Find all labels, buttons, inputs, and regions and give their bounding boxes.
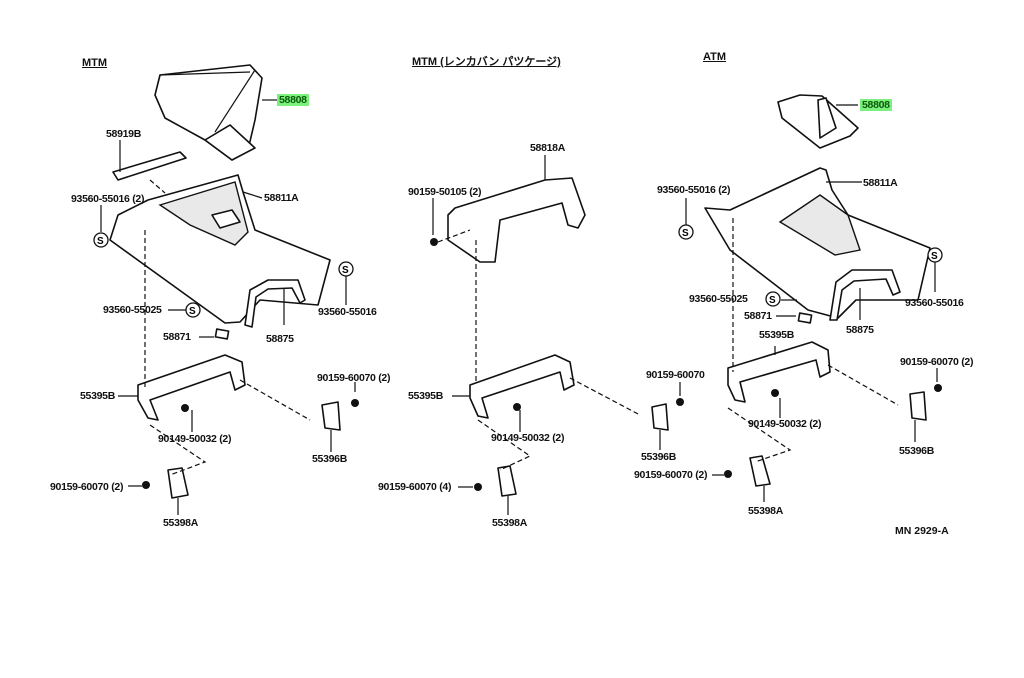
section-heading-mtm: MTM [82,57,108,69]
part-label-bolt[interactable]: 90149-50032 (2) [491,432,565,444]
part-label-plate[interactable]: 58919B [106,128,141,140]
svg-text:S: S [97,236,104,247]
s-symbol: S [185,302,201,318]
svg-text:S: S [931,251,938,262]
part-label-shift-boot[interactable]: 58808 [860,99,892,111]
diagram-code: MN 2929-A [895,525,949,537]
stay-left-drawing [497,465,517,497]
svg-text:S: S [342,265,349,276]
mtm-assembly: S S S [93,64,359,515]
part-label-screw[interactable]: 90159-60070 (2) [900,356,974,368]
s-symbol: S [678,224,694,240]
bracket-drawing [137,354,246,421]
console-plate-drawing [112,151,187,181]
pad-drawing [797,312,813,324]
svg-text:S: S [769,295,776,306]
stay-right-drawing [651,403,669,431]
part-label-stay[interactable]: 55396B [312,453,347,465]
part-label-stay[interactable]: 55398A [163,517,198,529]
bezel-drawing [829,269,901,321]
part-label-stay[interactable]: 55398A [492,517,527,529]
part-label-clip[interactable]: 93560-55016 (2) [71,193,145,205]
bezel-drawing [244,279,306,328]
part-label-screw[interactable]: 90159-60070 (2) [50,481,124,493]
part-label-pad[interactable]: 58871 [744,310,772,322]
part-label-clip[interactable]: 93560-55016 [318,306,377,318]
svg-text:S: S [189,306,196,317]
bracket-drawing [469,354,575,419]
shift-boot-drawing [777,94,859,149]
part-label-clip[interactable]: 93560-55016 [905,297,964,309]
part-label-screw[interactable]: 90159-50105 (2) [408,186,482,198]
part-label-pad[interactable]: 58871 [163,331,191,343]
part-label-stay[interactable]: 55396B [899,445,934,457]
s-symbol: S [927,247,943,263]
part-label-cover[interactable]: 58818A [530,142,565,154]
stay-right-drawing [909,391,927,421]
stay-right-drawing [321,401,341,431]
section-heading-atm: ATM [703,51,727,63]
part-label-console[interactable]: 58811A [264,192,299,204]
svg-text:S: S [682,228,689,239]
bracket-drawing [727,341,831,403]
pad-drawing [214,328,230,340]
part-label-bracket[interactable]: 55395B [759,329,794,341]
part-label-screw[interactable]: 90159-60070 (2) [317,372,391,384]
part-label-bezel[interactable]: 58875 [266,333,294,345]
part-label-clip[interactable]: 93560-55025 [103,304,162,316]
part-label-screw[interactable]: 90159-60070 [646,369,705,381]
section-heading-mtm-package: MTM (レンカバン パツケージ) [412,56,561,68]
part-label-bolt[interactable]: 90149-50032 (2) [748,418,822,430]
part-label-stay[interactable]: 55396B [641,451,676,463]
part-label-bracket[interactable]: 55395B [80,390,115,402]
part-label-clip[interactable]: 93560-55016 (2) [657,184,731,196]
part-label-bolt[interactable]: 90149-50032 (2) [158,433,232,445]
part-label-console[interactable]: 58811A [863,177,898,189]
s-symbol: S [338,261,354,277]
s-symbol: S [93,232,109,248]
mtm-package-assembly [430,155,684,515]
part-label-screw[interactable]: 90159-60070 (4) [378,481,452,493]
part-label-stay[interactable]: 55398A [748,505,783,517]
atm-assembly: S S S [678,94,943,502]
part-label-shift-boot[interactable]: 58808 [277,94,309,106]
part-label-clip[interactable]: 93560-55025 [689,293,748,305]
part-label-bracket[interactable]: 55395B [408,390,443,402]
s-symbol: S [765,291,781,307]
part-label-screw[interactable]: 90159-60070 (2) [634,469,708,481]
part-label-bezel[interactable]: 58875 [846,324,874,336]
stay-left-drawing [749,455,771,487]
stay-left-drawing [167,467,189,499]
